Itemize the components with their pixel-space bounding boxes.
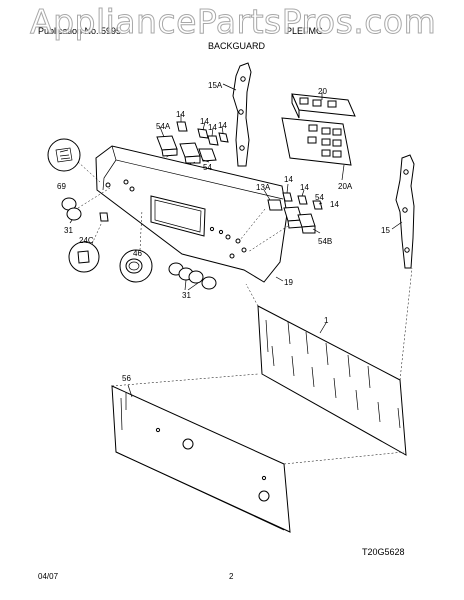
callout-20: 20 xyxy=(318,87,327,96)
knobs-31-left xyxy=(61,187,111,224)
footer-date: 04/07 xyxy=(38,572,59,581)
screw-detail-69 xyxy=(47,138,101,183)
right-end-cap-15 xyxy=(391,154,415,269)
callout-14-c: 14 xyxy=(208,123,217,132)
detail-24c xyxy=(68,221,103,273)
callout-20a: 20A xyxy=(338,182,353,191)
control-board-20 xyxy=(291,92,356,119)
section-title: BACKGUARD xyxy=(208,41,266,51)
upper-switch-group xyxy=(130,114,229,181)
overlay-20a xyxy=(281,117,352,181)
callout-54: 54 xyxy=(203,163,212,172)
lower-back-panel-56 xyxy=(111,373,405,533)
detail-46 xyxy=(119,209,153,283)
callout-14-f: 14 xyxy=(300,183,309,192)
rear-cover-1 xyxy=(245,267,413,456)
publication-number: Publication No. 5995 xyxy=(38,26,122,36)
callout-14-e: 14 xyxy=(284,175,293,184)
callout-54-b: 54 xyxy=(315,193,324,202)
backguard-panel-19 xyxy=(95,145,288,283)
callout-54b: 54B xyxy=(318,237,332,246)
callout-24c: 24C xyxy=(79,236,94,245)
callout-31-lower: 31 xyxy=(182,291,191,300)
callout-14-a: 14 xyxy=(176,110,185,119)
diagram-code: T20G5628 xyxy=(362,547,405,557)
callout-14-b: 14 xyxy=(200,117,209,126)
callout-46: 46 xyxy=(133,249,142,258)
callout-31-left: 31 xyxy=(64,226,73,235)
knobs-31-lower xyxy=(168,262,217,291)
knob-clip xyxy=(99,212,109,222)
callout-69: 69 xyxy=(57,182,66,191)
model-number: PLEFMG xyxy=(286,26,324,36)
callout-19: 19 xyxy=(284,278,293,287)
callout-15: 15 xyxy=(381,226,390,235)
callout-54a: 54A xyxy=(156,122,171,131)
callout-15a: 15A xyxy=(208,81,223,90)
callout-13a: 13A xyxy=(256,183,271,192)
callout-14-g: 14 xyxy=(330,200,339,209)
callout-1: 1 xyxy=(324,316,329,325)
lower-switch-group xyxy=(239,183,323,253)
callout-56: 56 xyxy=(122,374,131,383)
page-number: 2 xyxy=(229,572,234,581)
callout-14-d: 14 xyxy=(218,121,227,130)
left-end-cap-15a xyxy=(222,62,252,167)
